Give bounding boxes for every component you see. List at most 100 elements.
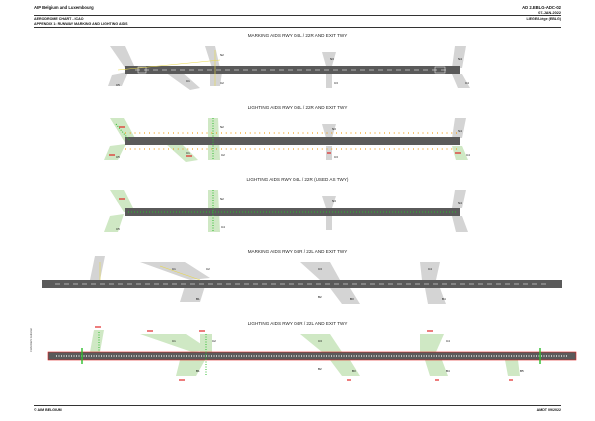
taxiway-paved (90, 256, 105, 280)
taxiway-label: C2 (212, 339, 216, 343)
taxiway-label: N2 (220, 197, 224, 201)
taxiway-paved (452, 118, 466, 138)
taxiway-paved (326, 216, 332, 230)
taxiway-label: C2 (220, 81, 224, 85)
taxiway-paved (110, 46, 135, 72)
taxiway-paved (165, 72, 200, 90)
publisher: AIP Belgium and Luxembourg (34, 5, 94, 10)
taxiway-paved (420, 262, 440, 280)
diagram-lighting-04l-22r-twy: N2 N3 N4 C5 C4 (104, 190, 468, 232)
taxiway-centerline-marking (117, 59, 221, 71)
diagram-lighting-04l-22r: N2 N3 N4 C1 C2 C3 C4 C5 (104, 118, 470, 162)
taxiway-label: N2 (220, 125, 224, 129)
section-title-3: LIGHTING AIDS RWY 04L / 22R (USED AS TWY… (246, 177, 349, 182)
taxiway-label: C4 (466, 153, 470, 157)
diagram-marking-04l-22r: N2 N3 N4 C1 C2 C3 C4 C5 (108, 46, 470, 90)
section-title-5: LIGHTING AIDS RWY 04R / 22L AND EXIT TWY (247, 321, 348, 326)
taxiway-paved (108, 72, 128, 86)
taxiway-label: B3 (350, 297, 354, 301)
runway-04l-22r (125, 137, 460, 145)
taxiway-paved (210, 72, 222, 86)
taxiway-paved (322, 196, 336, 208)
taxiway-paved (180, 286, 205, 302)
taxiway-paved (322, 124, 336, 138)
taxiway-label: B4 (442, 297, 446, 301)
sub-header-rule (34, 27, 561, 28)
taxiway-label: C3 (334, 81, 338, 85)
taxiway-label: C4 (465, 81, 469, 85)
chart-title: AERODROME CHART - ICAO (34, 17, 84, 21)
taxiway-label: B1 (196, 297, 200, 301)
taxiway-label: C1 (172, 267, 176, 271)
taxiway-paved (300, 262, 340, 280)
taxiway-label: C4 (221, 225, 225, 229)
taxiway-label: C2 (221, 153, 225, 157)
runway-edge-outline (47, 351, 577, 361)
taxiway-label: N4 (458, 201, 462, 205)
diagram-marking-04r-22l: C1 C2 C3 C4 B1 B2 B3 B4 (42, 256, 562, 304)
taxiway-green (140, 334, 210, 352)
taxiway-label: N3 (330, 57, 334, 61)
taxiway-label: C1 (186, 79, 190, 83)
taxiway-paved (205, 46, 220, 68)
taxiway-label: C3 (318, 267, 322, 271)
taxiway-label: C3 (318, 339, 322, 343)
taxiway-green (104, 144, 126, 160)
document-id: AD 2.EBLG-ADC-02 (522, 5, 561, 10)
threshold-marking (137, 66, 147, 74)
header-rule (34, 15, 561, 16)
taxiway-label: B2 (318, 367, 322, 371)
footer-amendment: AMDT 09/2022 (536, 408, 561, 412)
taxiway-paved (326, 146, 332, 160)
taxiway-label: N2 (220, 53, 224, 57)
taxiway-green (505, 360, 520, 376)
taxiway-green (110, 190, 134, 212)
runway-04l-22r (125, 208, 460, 216)
taxiway-paved (326, 74, 332, 88)
taxiway-label: B5 (520, 369, 524, 373)
taxiway-paved (322, 52, 336, 66)
stop-bars (109, 126, 461, 157)
taxiway-label: C1 (172, 339, 176, 343)
taxiway-paved (452, 46, 466, 68)
taxiway-label: C1 (186, 151, 190, 155)
taxiway-green (420, 334, 444, 352)
taxiway-green (425, 360, 448, 376)
taxiway-paved (425, 288, 446, 304)
taxiway-label: N4 (458, 129, 462, 133)
taxiway-label: C2 (206, 267, 210, 271)
appendix-title: APPENDIX 1: RUNWAY MARKING AND LIGHTING … (34, 22, 128, 26)
taxiway-centerline-lights (115, 123, 131, 142)
taxiway-label: N3 (332, 127, 336, 131)
taxiway-label: B2 (318, 295, 322, 299)
taxiway-label: C5 (116, 227, 120, 231)
section-title-1: MARKING AIDS RWY 04L / 22R AND EXIT TWY (247, 33, 348, 38)
taxiway-label: N3 (332, 199, 336, 203)
taxiway-label: B1 (196, 369, 200, 373)
taxiway-green (104, 214, 124, 232)
section-title-4: MARKING AIDS RWY 04R / 22L AND EXIT TWY (247, 249, 348, 254)
taxiway-green (166, 144, 198, 162)
taxiway-paved (452, 190, 466, 208)
stop-bars (95, 326, 513, 381)
taxiway-label: B3 (352, 369, 356, 373)
taxiway-green (200, 334, 212, 352)
taxiway-paved (452, 74, 470, 88)
taxiway-paved (452, 216, 468, 232)
footer-copyright: © AIM BELGIUM (34, 408, 62, 412)
taxiway-label: C5 (116, 155, 120, 159)
taxiway-label: C3 (334, 155, 338, 159)
taxiway-label: N4 (458, 57, 462, 61)
taxiway-green (300, 334, 342, 352)
taxiway-paved (330, 288, 360, 304)
taxiway-green (176, 360, 205, 376)
threshold-marking (434, 66, 446, 74)
taxiway-green (90, 330, 104, 352)
taxiway-label: C4 (428, 267, 432, 271)
document-date: 07-JAN-2022 (538, 11, 561, 15)
taxiway-label: B4 (446, 369, 450, 373)
side-note: CHANGES: Editorial (30, 328, 33, 352)
stop-bars (119, 198, 125, 200)
aerodrome-name: LIEGE/Liège (EBLG) (526, 17, 561, 21)
